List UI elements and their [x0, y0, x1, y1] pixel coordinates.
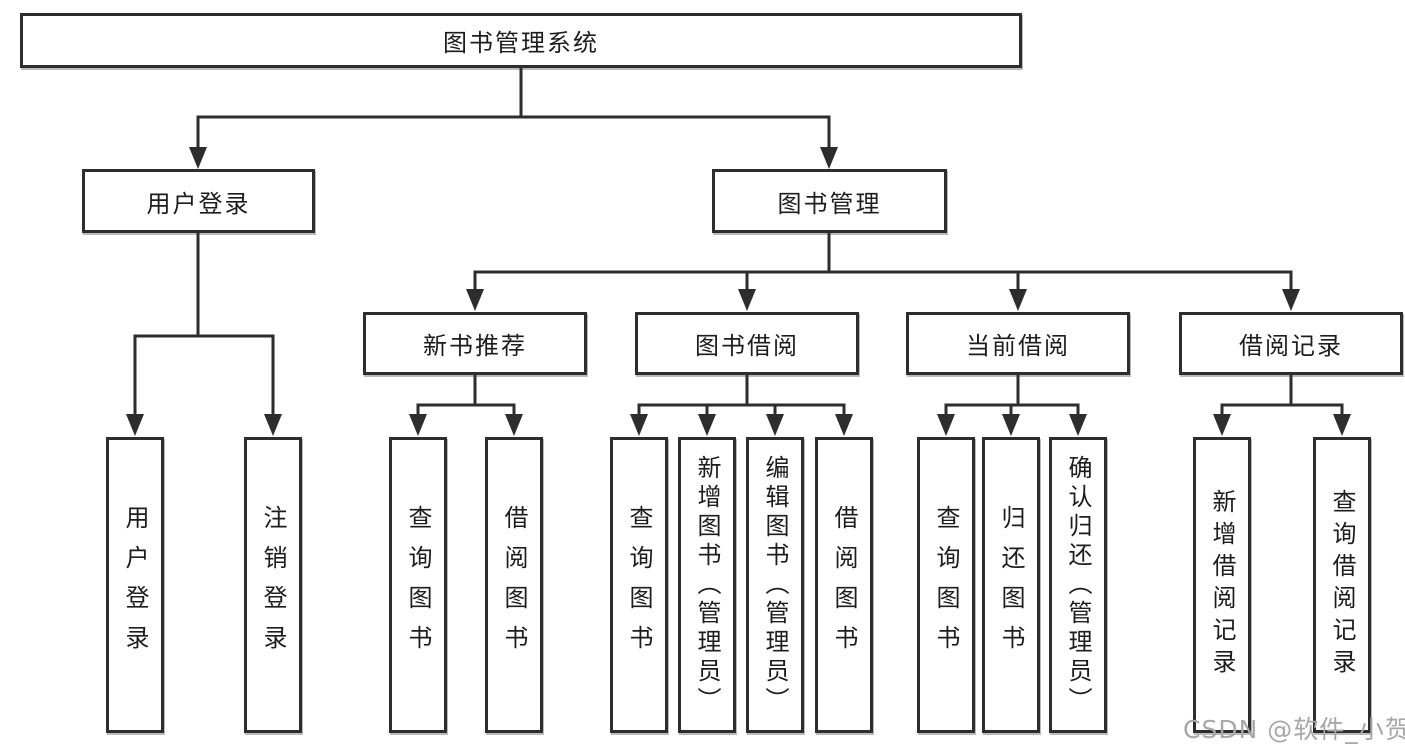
node-root-label: 图书管理系统 [443, 29, 599, 57]
node-book-management-label: 图书管理 [777, 189, 882, 218]
leaf-cb-confirm-return-admin-label: 确认归还（管理员） [1064, 454, 1092, 716]
leaf-br-add-borrow-record-label: 新增借阅记录 [1208, 489, 1236, 681]
leaf-nbr-query-books: 查询图书 [389, 437, 447, 733]
leaf-logout-label: 注销登录 [259, 505, 287, 665]
node-user-login: 用户登录 [82, 169, 315, 233]
node-new-book-recommendation-label: 新书推荐 [423, 332, 527, 360]
leaf-cb-query-books-label: 查询图书 [932, 505, 960, 665]
leaf-cb-return-books: 归还图书 [982, 437, 1040, 733]
leaf-bb-edit-book-admin-label: 编辑图书（管理员） [761, 454, 789, 716]
node-book-borrowing-label: 图书借阅 [695, 332, 799, 360]
node-borrowing-records-label: 借阅记录 [1239, 332, 1343, 360]
leaf-logout: 注销登录 [244, 437, 302, 733]
leaf-nbr-query-books-label: 查询图书 [404, 505, 432, 665]
leaf-cb-confirm-return-admin: 确认归还（管理员） [1049, 437, 1107, 733]
leaf-br-query-borrow-record: 查询借阅记录 [1313, 437, 1371, 733]
node-book-management: 图书管理 [712, 169, 947, 233]
leaf-bb-edit-book-admin: 编辑图书（管理员） [746, 437, 804, 733]
node-book-borrowing: 图书借阅 [635, 312, 859, 375]
leaf-bb-borrow-books-label: 借阅图书 [830, 505, 858, 665]
leaf-bb-add-book-admin-label: 新增图书（管理员） [693, 454, 721, 716]
leaf-nbr-borrow-books: 借阅图书 [485, 437, 543, 733]
node-current-borrowing-label: 当前借阅 [966, 332, 1070, 360]
leaf-user-login-label: 用户登录 [121, 505, 149, 665]
leaf-br-add-borrow-record: 新增借阅记录 [1193, 437, 1251, 733]
leaf-bb-add-book-admin: 新增图书（管理员） [678, 437, 736, 733]
arrowhead-icons [126, 147, 1351, 436]
leaf-cb-query-books: 查询图书 [917, 437, 975, 733]
leaf-bb-query-books-label: 查询图书 [625, 505, 653, 665]
leaf-bb-query-books: 查询图书 [610, 437, 668, 733]
node-current-borrowing: 当前借阅 [906, 312, 1130, 375]
leaf-br-query-borrow-record-label: 查询借阅记录 [1328, 489, 1356, 681]
leaf-cb-return-books-label: 归还图书 [997, 505, 1025, 665]
leaf-bb-borrow-books: 借阅图书 [815, 437, 873, 733]
node-user-login-label: 用户登录 [146, 189, 251, 218]
node-borrowing-records: 借阅记录 [1179, 312, 1403, 375]
node-new-book-recommendation: 新书推荐 [363, 312, 587, 375]
leaf-nbr-borrow-books-label: 借阅图书 [500, 505, 528, 665]
leaf-user-login: 用户登录 [106, 437, 164, 733]
node-root: 图书管理系统 [20, 13, 1022, 68]
